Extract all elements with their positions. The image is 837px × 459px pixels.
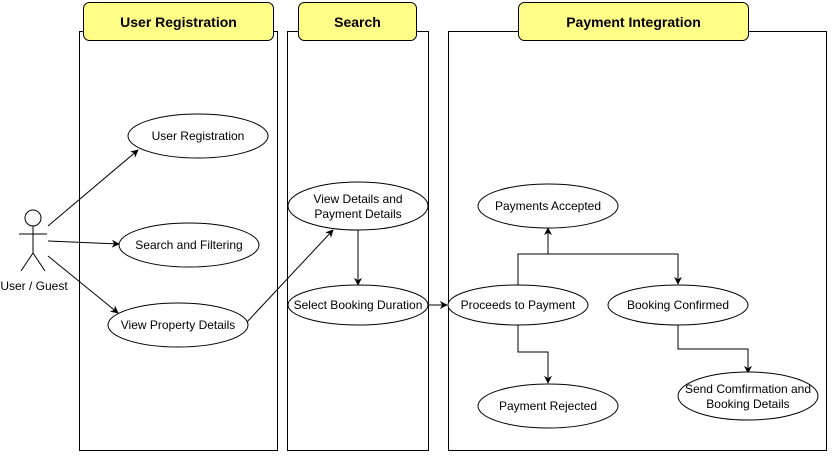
use-case-booking-confirmed: Booking Confirmed xyxy=(607,284,749,326)
lane-user-registration-title: User Registration xyxy=(120,14,237,30)
use-case-view-property-label: View Property Details xyxy=(121,318,236,332)
edge-booking-confirmed-to-send-confirmation xyxy=(677,325,752,374)
use-case-view-property-details: View Property Details xyxy=(107,302,249,348)
use-case-select-duration-label: Select Booking Duration xyxy=(294,298,423,312)
edge-proceeds-to-payment-rejected xyxy=(517,325,552,384)
use-case-send-confirmation-line-1: Send Comfirmation and xyxy=(685,382,811,396)
use-case-payment-rejected: Payment Rejected xyxy=(477,383,619,429)
use-case-search-filtering-label: Search and Filtering xyxy=(135,238,242,252)
lane-search: Search xyxy=(287,2,429,451)
lane-user-registration-header xyxy=(83,2,274,41)
use-case-payments-accepted: Payments Accepted xyxy=(477,183,619,229)
edge-view-property-to-view-details xyxy=(246,229,334,323)
use-case-search-filtering: Search and Filtering xyxy=(118,222,260,268)
lane-payment-integration-header xyxy=(518,2,749,41)
use-case-payment-rejected-label: Payment Rejected xyxy=(499,399,597,413)
actor-label: User / Guest xyxy=(0,279,68,293)
edge-proceeds-to-booking-confirmed xyxy=(548,253,682,285)
use-case-send-confirmation: Send Comfirmation and Booking Details xyxy=(677,371,819,421)
actor-head-icon xyxy=(24,209,42,227)
use-case-view-details-line-2: Payment Details xyxy=(314,207,401,221)
use-case-user-registration-label: User Registration xyxy=(152,129,245,143)
use-case-view-details-line-1: View Details and xyxy=(313,192,402,206)
edge-proceeds-to-payments-accepted xyxy=(517,227,552,285)
actor-right-leg-icon xyxy=(32,252,46,272)
use-case-proceeds-to-payment: Proceeds to Payment xyxy=(447,284,589,326)
use-case-select-booking-duration: Select Booking Duration xyxy=(287,284,429,326)
use-case-proceeds-payment-label: Proceeds to Payment xyxy=(461,298,576,312)
use-case-payments-accepted-label: Payments Accepted xyxy=(495,199,601,213)
use-case-view-details-payment: View Details and Payment Details xyxy=(287,181,429,231)
lane-search-title: Search xyxy=(334,14,381,30)
use-case-user-registration: User Registration xyxy=(127,113,269,159)
edge-actor-to-view-property xyxy=(47,255,119,314)
actor-user-guest: User / Guest xyxy=(0,209,68,293)
lane-payment-integration-title: Payment Integration xyxy=(566,14,701,30)
use-case-booking-confirmed-label: Booking Confirmed xyxy=(627,298,729,312)
edge-actor-to-user-registration xyxy=(47,149,139,227)
edge-actor-to-search-filtering xyxy=(47,239,120,248)
lane-search-body xyxy=(287,31,429,451)
connectors xyxy=(47,149,752,384)
actor-left-leg-icon xyxy=(20,252,34,272)
use-case-send-confirmation-line-2: Booking Details xyxy=(706,397,789,411)
lane-search-header xyxy=(298,2,417,41)
